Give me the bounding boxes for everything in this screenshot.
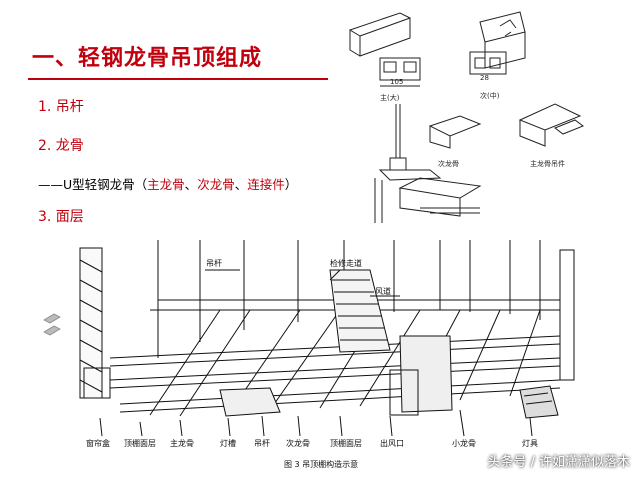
callout-ceiling-surface-1: 顶棚面层 (124, 438, 156, 448)
callout-air-duct: 风道 (375, 286, 391, 296)
caption-hanger-piece: 主龙骨吊件 (530, 159, 565, 168)
subline-prefix: ——U型轻钢龙骨（ (38, 177, 148, 192)
title-underline (28, 78, 328, 80)
caption-secondary: 次(中) (480, 91, 500, 100)
secondary-keel-text: 次龙骨 (197, 177, 235, 192)
subline-suffix: ） (284, 177, 298, 192)
item-surface: 3. 面层 (38, 209, 84, 225)
callout-main-keel: 主龙骨 (170, 438, 194, 448)
dim-label-105: 105 (390, 78, 403, 86)
dim-label-28: 28 (480, 74, 489, 82)
callout-lamp: 灯具 (522, 438, 538, 448)
callout-maintenance-walkway: 检修走道 (330, 258, 362, 268)
callout-hanger-rod-bottom: 吊杆 (254, 438, 270, 448)
keel-subline: ——U型轻钢龙骨（主龙骨、次龙骨、连接件） (38, 174, 297, 193)
slide-title: 一、轻钢龙骨吊顶组成 (32, 46, 263, 71)
item-hanger-rod: 1. 吊杆 (38, 99, 84, 115)
main-keel-text: 主龙骨 (147, 177, 185, 192)
watermark: 头条号 / 许如潇潇似落木 (487, 455, 630, 470)
subline-sep-2: 、 (234, 177, 248, 192)
subline-sep-1: 、 (184, 177, 198, 192)
item-keel: 2. 龙骨 (38, 138, 84, 154)
callout-small-keel: 小龙骨 (452, 438, 476, 448)
callout-hanger-rod: 吊杆 (206, 258, 222, 268)
callout-ceiling-surface-2: 顶棚面层 (330, 438, 362, 448)
callout-secondary-keel: 次龙骨 (286, 438, 310, 448)
callout-curtain-box: 窗帘盒 (86, 438, 110, 448)
caption-secondary-keel: 次龙骨 (438, 159, 459, 168)
callout-light-trough: 灯槽 (220, 438, 236, 448)
connector-text: 连接件 (247, 177, 285, 192)
keel-components-diagram: 105 28 主(大) 次(中) 次龙骨 主龙骨吊件 (348, 11, 585, 223)
caption-main: 主(大) (380, 93, 400, 102)
callout-air-outlet: 出风口 (380, 438, 404, 448)
figure-caption: 图 3 吊顶棚构造示意 (284, 459, 358, 469)
ceiling-structure-diagram: 吊杆 检修走道 风道 窗帘盒 顶棚面层 主龙骨 灯槽 吊杆 次龙骨 顶棚面层 出… (43, 240, 575, 469)
